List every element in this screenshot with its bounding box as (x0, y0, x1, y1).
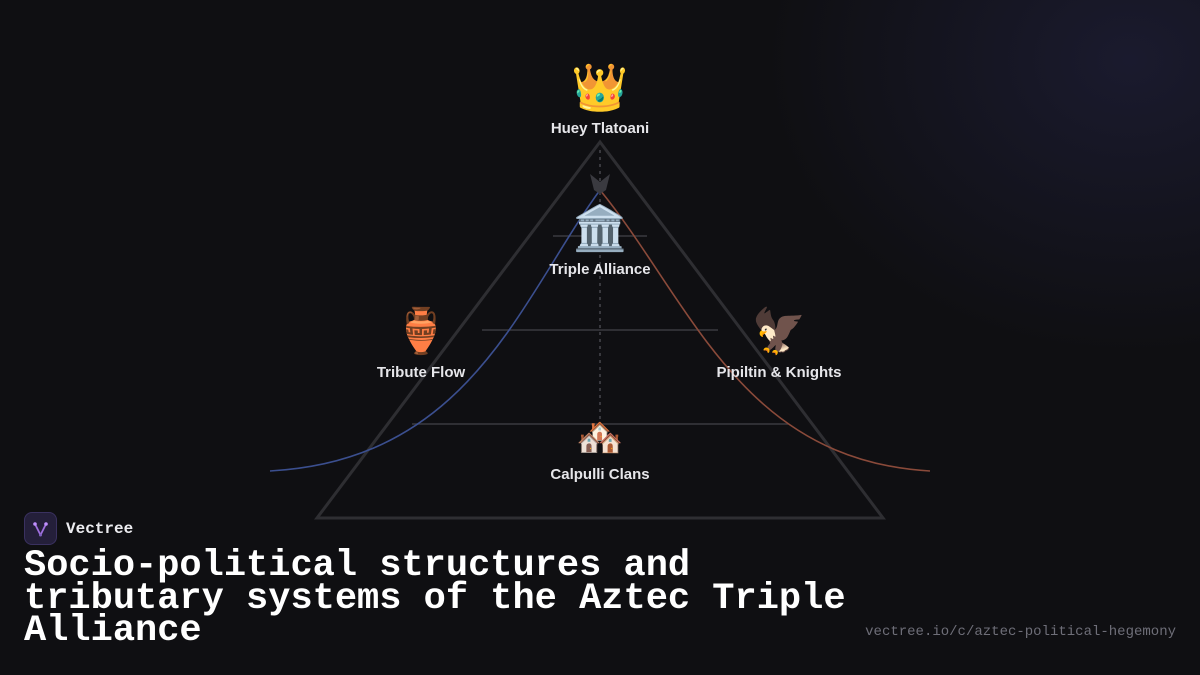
node-huey-tlatoani: 👑 Huey Tlatoani (510, 64, 690, 137)
node-label: Huey Tlatoani (550, 120, 650, 137)
node-label: Calpulli Clans (550, 466, 650, 483)
vectree-logo-icon (24, 512, 57, 545)
right-tribute-curve (599, 189, 931, 472)
brand: Vectree (24, 512, 133, 545)
node-pipiltin-knights: 🦅 Pipiltin & Knights (689, 306, 869, 382)
apex-chevron-icon (590, 174, 610, 194)
houses-icon: 🏘️ (576, 415, 624, 459)
vectree-logo-mark (33, 522, 48, 537)
node-label: Triple Alliance (549, 261, 651, 278)
crown-icon: 👑 (571, 60, 629, 114)
amphora-icon: 🏺 (393, 306, 449, 357)
brand-name: Vectree (66, 519, 134, 538)
page-title: Socio-political structures and tributary… (24, 545, 846, 652)
node-label: Pipiltin & Knights (716, 364, 842, 381)
left-tribute-curve (269, 189, 601, 472)
node-triple-alliance: 🏛️ Triple Alliance (510, 203, 690, 279)
pyramid-triangle (313, 139, 887, 520)
classical-building-icon: 🏛️ (572, 203, 628, 254)
node-calpulli-clans: 🏘️ Calpulli Clans (510, 418, 690, 483)
node-label: Tribute Flow (376, 364, 466, 381)
source-url: vectree.io/c/aztec-political-hegemony (865, 624, 1176, 640)
node-tribute-flow: 🏺 Tribute Flow (331, 306, 511, 382)
eagle-icon: 🦅 (751, 306, 807, 357)
